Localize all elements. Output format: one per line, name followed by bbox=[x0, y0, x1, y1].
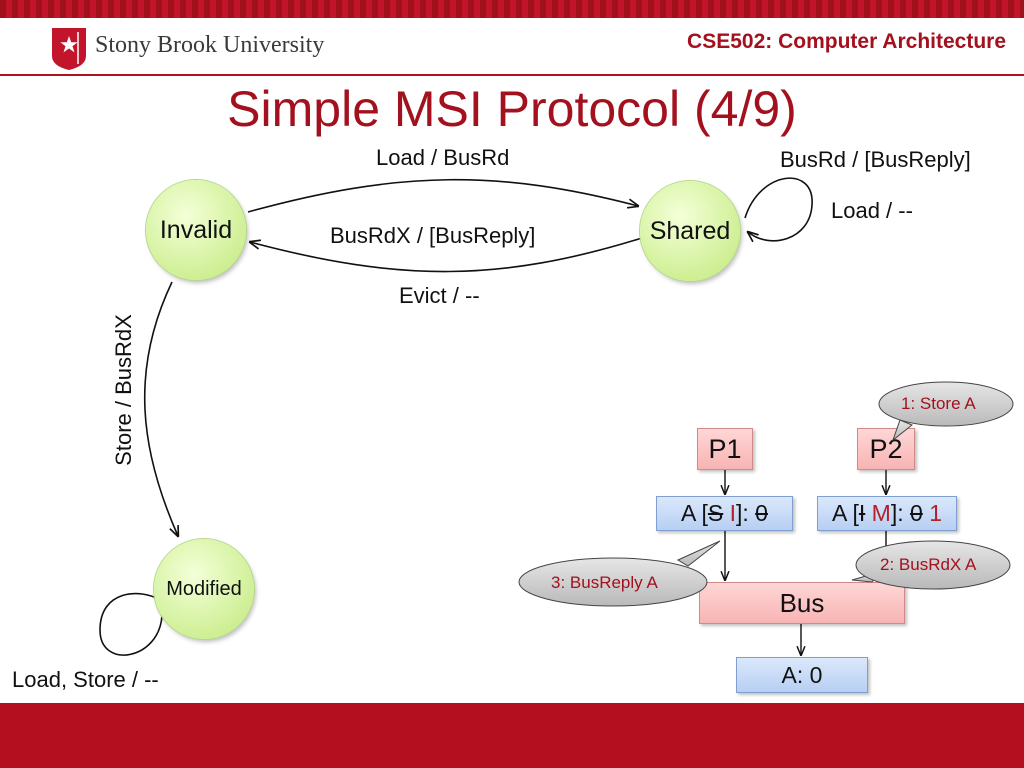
cache-p2-old-state: I bbox=[858, 500, 866, 526]
label-load-store-noop: Load, Store / -- bbox=[12, 667, 159, 692]
cache-p1-prefix: A [ bbox=[681, 500, 708, 526]
slide-title: Simple MSI Protocol (4/9) bbox=[227, 81, 797, 137]
state-shared: Shared bbox=[640, 181, 740, 281]
cache-p1-sep: ]: bbox=[736, 500, 756, 526]
callout-step2-shape bbox=[851, 540, 1011, 590]
label-load-noop: Load / -- bbox=[831, 198, 913, 223]
arrow-shared-self-loop bbox=[744, 177, 813, 241]
state-modified: Modified bbox=[154, 539, 254, 639]
course-title: CSE502: Computer Architecture bbox=[687, 30, 1006, 53]
arrow-modified-self-loop bbox=[99, 592, 163, 656]
cache-p2-new-state: M bbox=[871, 500, 891, 526]
arrow-invalid-to-modified bbox=[143, 281, 178, 536]
footer-band bbox=[0, 703, 1024, 768]
processor-p2: P2 bbox=[857, 428, 915, 470]
university-name: Stony Brook University bbox=[95, 32, 325, 58]
cache-p1-old-value: 0 bbox=[755, 500, 768, 526]
cache-p1: A [S I]: 0 bbox=[656, 496, 793, 531]
arrow-invalid-to-shared bbox=[247, 178, 638, 213]
state-invalid: Invalid bbox=[146, 180, 246, 280]
cache-p2-sep: ]: bbox=[890, 500, 910, 526]
cache-p1-old-state: S bbox=[707, 500, 724, 526]
cache-p2: A [I M]: 0 1 bbox=[817, 496, 957, 531]
arrow-shared-to-invalid bbox=[250, 237, 643, 273]
callout-step2: 2: BusRdX A bbox=[880, 555, 977, 574]
cache-p1-new-state: I bbox=[729, 500, 736, 526]
cache-p2-old-value: 0 bbox=[910, 500, 923, 526]
header-divider bbox=[0, 74, 1024, 76]
callout-step3: 3: BusReply A bbox=[551, 573, 658, 592]
top-stripe bbox=[0, 0, 1024, 18]
label-busrdx-busreply: BusRdX / [BusReply] bbox=[330, 223, 536, 248]
cache-p2-new-value: 1 bbox=[929, 500, 942, 526]
memory-block: A: 0 bbox=[736, 657, 868, 693]
cache-p2-prefix: A [ bbox=[832, 500, 859, 526]
bus: Bus bbox=[699, 582, 905, 624]
label-evict: Evict / -- bbox=[399, 283, 480, 308]
callout-step1: 1: Store A bbox=[901, 394, 976, 413]
label-load-busrd: Load / BusRd bbox=[376, 145, 510, 170]
label-busrd-busreply: BusRd / [BusReply] bbox=[780, 147, 971, 172]
stony-brook-logo bbox=[52, 28, 86, 70]
callout-step1-shape bbox=[878, 381, 1014, 442]
processor-p1: P1 bbox=[697, 428, 753, 470]
callout-step3-shape bbox=[518, 540, 721, 607]
